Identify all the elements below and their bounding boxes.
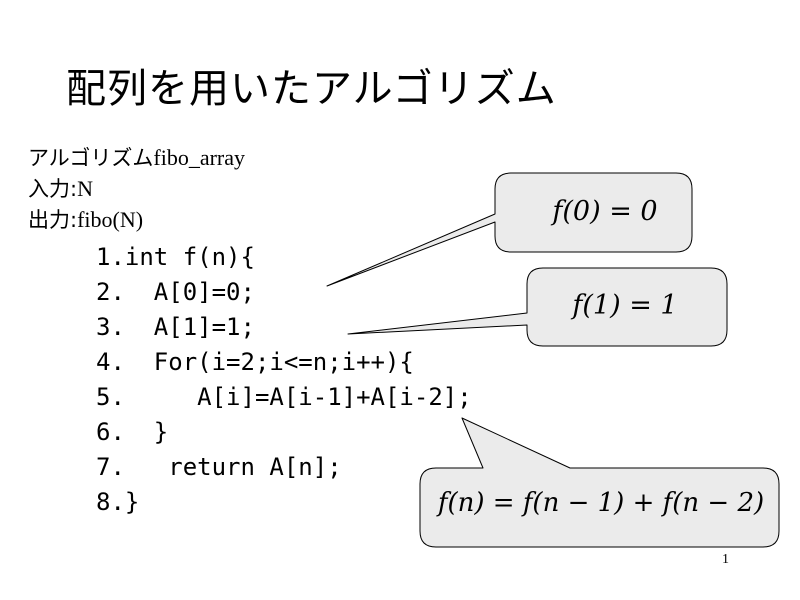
callout-formula-fn: f(n) = f(n − 1) + f(n − 2) (437, 488, 765, 518)
output-value: fibo(N) (77, 207, 144, 232)
input-label: 入力 (28, 177, 70, 201)
output-line: 出力:fibo(N) (28, 204, 143, 234)
algorithm-line: アルゴリズムfibo_array (28, 142, 245, 172)
page-number: 1 (722, 552, 729, 567)
input-separator: : (70, 177, 78, 201)
code-line: 4. For(i=2;i<=n;i++){ (96, 348, 414, 376)
code-line: 8.} (96, 488, 140, 516)
code-line: 6. } (96, 418, 169, 446)
algorithm-name: fibo_array (153, 145, 245, 170)
code-line: 5. A[i]=A[i-1]+A[i-2]; (96, 383, 472, 411)
slide-title: 配列を用いたアルゴリズム (66, 66, 557, 112)
callout-bubble-fn (419, 417, 780, 548)
output-label: 出力 (28, 208, 70, 232)
callout-formula-f1: f(1) = 1 (572, 290, 678, 321)
code-line: 1.int f(n){ (96, 243, 255, 271)
callout-formula-f0: f(0) = 0 (552, 196, 658, 227)
callout-bubble-f0 (326, 172, 693, 287)
callout-bubble-f1 (347, 267, 728, 347)
code-line: 3. A[1]=1; (96, 313, 255, 341)
code-line: 2. A[0]=0; (96, 278, 255, 306)
output-separator: : (70, 208, 78, 232)
algorithm-label: アルゴリズム (28, 146, 154, 170)
input-line: 入力:N (28, 173, 93, 203)
code-block: 1.int f(n){ 2. A[0]=0; 3. A[1]=1; 4. For(i=… (96, 240, 472, 520)
code-line: 7. return A[n]; (96, 453, 342, 481)
input-value: N (77, 176, 93, 201)
